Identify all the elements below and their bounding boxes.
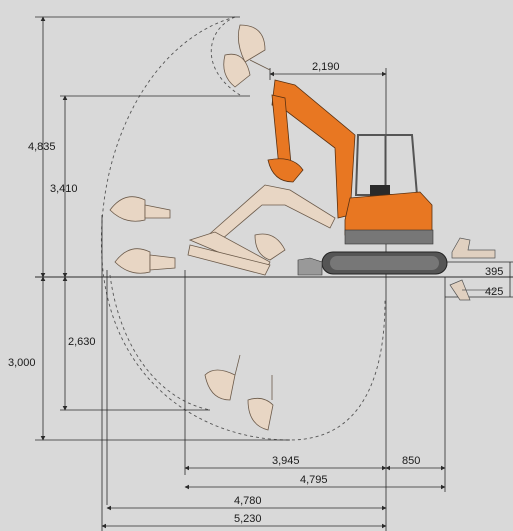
bucket-left-lower	[114, 248, 176, 274]
label-max-reach-height: 4,835	[28, 141, 56, 153]
label-boom-offset: 2,190	[312, 61, 340, 73]
dim-max-digging-depth	[35, 276, 290, 441]
label-max-reach: 5,230	[234, 513, 262, 525]
label-blade-height: 395	[485, 266, 503, 278]
label-blade-depth: 425	[485, 286, 503, 298]
label-tail: 850	[402, 455, 420, 467]
bucket-top	[223, 24, 271, 88]
bucket-left-upper	[109, 196, 171, 222]
label-reach-c: 4,780	[234, 495, 262, 507]
excavator-body	[297, 134, 448, 276]
arm-ghost-lower	[187, 244, 271, 276]
label-max-dump-height: 3,410	[50, 183, 78, 195]
label-reach-b: 4,795	[300, 474, 328, 486]
dim-max-dump-height	[60, 95, 250, 278]
blade-icon-up	[451, 237, 496, 259]
label-vertical-wall-depth: 2,630	[68, 336, 96, 348]
inner-arc	[211, 16, 241, 96]
working-range-envelope	[100, 16, 386, 441]
dim-max-reach-height	[35, 16, 240, 278]
dim-blade	[445, 261, 513, 298]
blade-icon-down	[449, 279, 495, 301]
boom-arm-orange	[267, 79, 356, 219]
label-max-digging-depth: 3,000	[8, 357, 36, 369]
bucket-deep	[204, 354, 274, 431]
label-reach-a: 3,945	[272, 455, 300, 467]
inner-arc-2	[109, 274, 211, 411]
